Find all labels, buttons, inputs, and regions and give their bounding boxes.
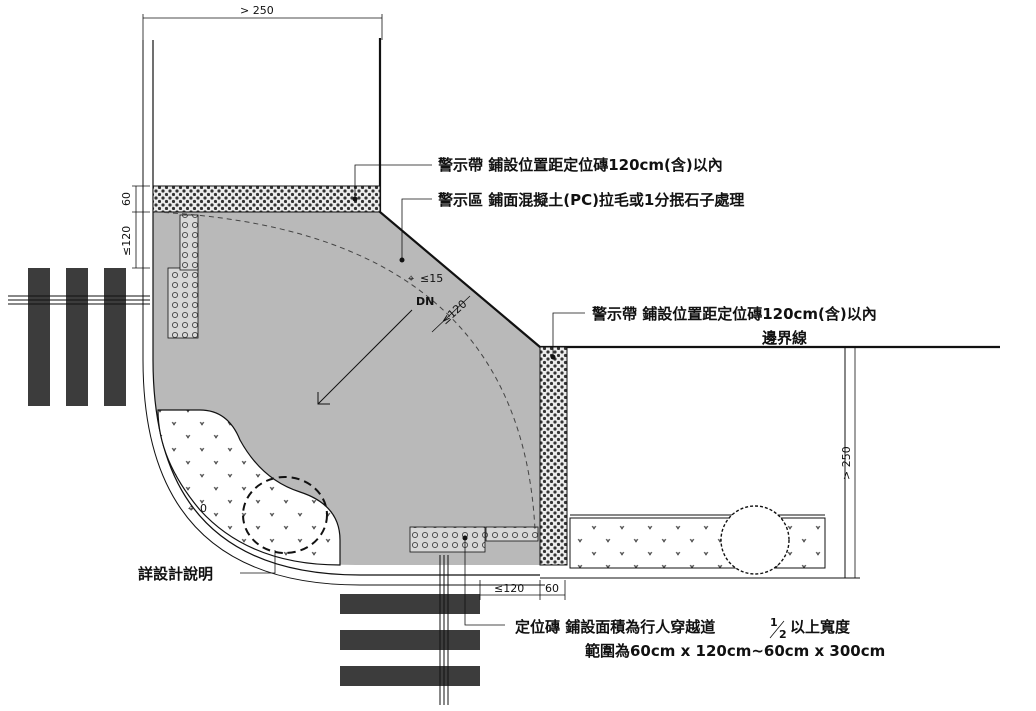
label-positioning-fraction-den: 2 [779, 628, 787, 641]
positioning-tile-bottom-b [485, 526, 539, 542]
positioning-tile-bottom [409, 526, 486, 553]
label-positioning-tile-line1: 定位磚 鋪設面積為行人穿越道 [515, 618, 715, 636]
dim-level-0: 0 [200, 502, 207, 515]
warning-strip-top [152, 185, 381, 213]
dim-top-width: > 250 [240, 4, 274, 17]
level-marker-0: ⌖ [188, 502, 194, 515]
label-positioning-tile-line1-end: 以上寬度 [790, 618, 851, 636]
label-positioning-tile-line2: 範圍為60cm x 120cm~60cm x 300cm [585, 642, 885, 660]
curb-inner-edge [142, 40, 545, 586]
positioning-tile-left-a [167, 267, 199, 339]
crosswalk-left [8, 268, 150, 406]
dim-bottom-120: ≤120 [494, 582, 524, 595]
dim-bottom-60: 60 [545, 582, 559, 595]
label-warning-strip-right: 警示帶 鋪設位置距定位磚120cm(含)以內 [591, 305, 877, 323]
detail-circle [242, 476, 328, 554]
tree-icon [720, 505, 790, 575]
label-warning-zone: 警示區 鋪面混擬土(PC)拉毛或1分抿石子處理 [437, 191, 744, 209]
dim-right-250: > 250 [840, 446, 853, 480]
direction-label: DN [416, 295, 434, 308]
dim-left-60: 60 [120, 192, 133, 206]
label-detail-note: 詳設計說明 [138, 565, 213, 583]
level-marker: ⌖ [408, 272, 414, 285]
planter-bed [157, 409, 341, 566]
warning-strip-right [539, 346, 568, 566]
positioning-tile-left-b [179, 214, 199, 271]
crosswalk-bottom [340, 555, 480, 705]
dim-left-120: ≤120 [120, 226, 133, 256]
label-positioning-fraction-num: 1 [770, 616, 778, 629]
dim-slope: ≤15 [420, 272, 443, 285]
label-boundary-line: 邊界線 [762, 329, 807, 347]
sidewalk-left-edge [152, 40, 540, 576]
label-warning-strip-top: 警示帶 鋪設位置距定位磚120cm(含)以內 [437, 156, 723, 174]
direction-arrow [317, 309, 413, 405]
